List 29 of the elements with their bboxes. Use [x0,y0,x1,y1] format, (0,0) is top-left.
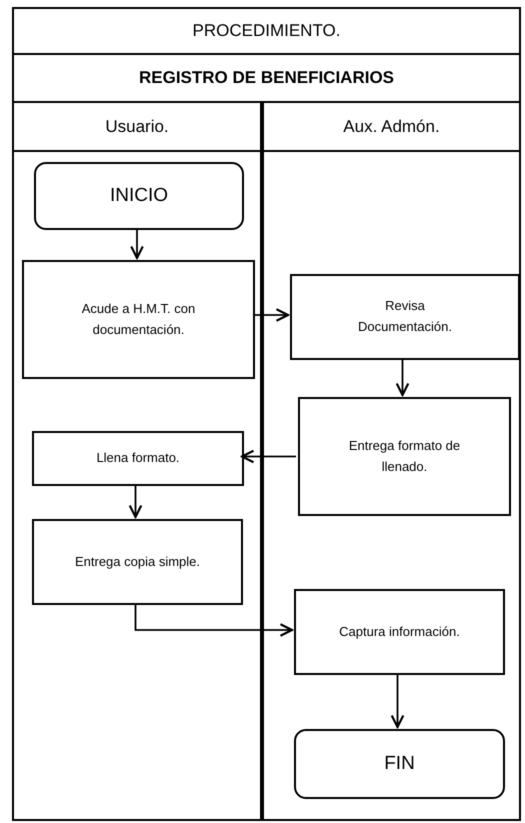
arrow [130,228,144,260]
subtitle-row: REGISTRO DE BENEFICIARIOS [12,55,521,103]
arrow [396,358,410,396]
process-box [32,431,244,486]
process-box [32,519,243,605]
box-text: Acude a H.M.T. con documentación. [80,300,196,338]
box-text: Entrega copia simple. [74,552,200,571]
process-box [290,274,520,360]
lane-heading: Usuario. [14,103,260,152]
box-text: Revisa Documentación. [357,297,453,336]
arrow [390,673,404,728]
box-text: Llena formato. [96,449,180,468]
swimlane [262,101,521,821]
process-box [294,589,505,675]
title: PROCEDIMIENTO. [192,20,340,42]
swimlane [12,101,262,821]
arrow [253,308,290,322]
box-text: FIN [384,752,415,776]
arrow [128,484,142,518]
process-box [22,260,255,379]
terminal-box [294,729,505,799]
process-box [298,397,511,516]
arrow [134,603,294,637]
terminal-box [34,162,244,230]
box-text: INICIO [110,184,168,208]
box-text: Entrega formato de llenado. [348,436,462,476]
box-text: Captura información. [339,622,460,641]
lane-heading: Aux. Admón. [264,103,519,152]
arrow [240,450,296,464]
